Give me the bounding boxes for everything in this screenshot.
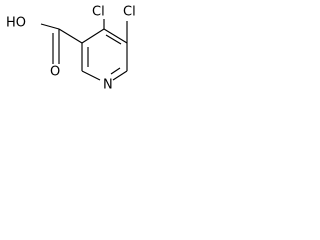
chlorine-label-right: Cl bbox=[123, 5, 136, 20]
bond-c3-c4 bbox=[81, 28, 105, 44]
chemical-structure: Cl Cl HO O N bbox=[6, 5, 136, 93]
bond-c3-carboxyl-carbon bbox=[58, 28, 83, 44]
hydroxyl-label: HO bbox=[6, 16, 26, 31]
bond-n1-c2 bbox=[81, 70, 101, 81]
bond-c4-c5 bbox=[103, 28, 128, 44]
aromatic-bond-c6-n1 bbox=[110, 67, 121, 75]
bond-carboxyl-carbon-hydroxyl bbox=[40, 23, 60, 30]
bond-c6-n1 bbox=[112, 70, 128, 81]
chlorine-label-left: Cl bbox=[92, 5, 105, 20]
aromatic-bond-c4-c5 bbox=[105, 34, 122, 45]
carbonyl-oxygen-label: O bbox=[50, 65, 60, 80]
ring-nitrogen-label: N bbox=[103, 78, 113, 93]
